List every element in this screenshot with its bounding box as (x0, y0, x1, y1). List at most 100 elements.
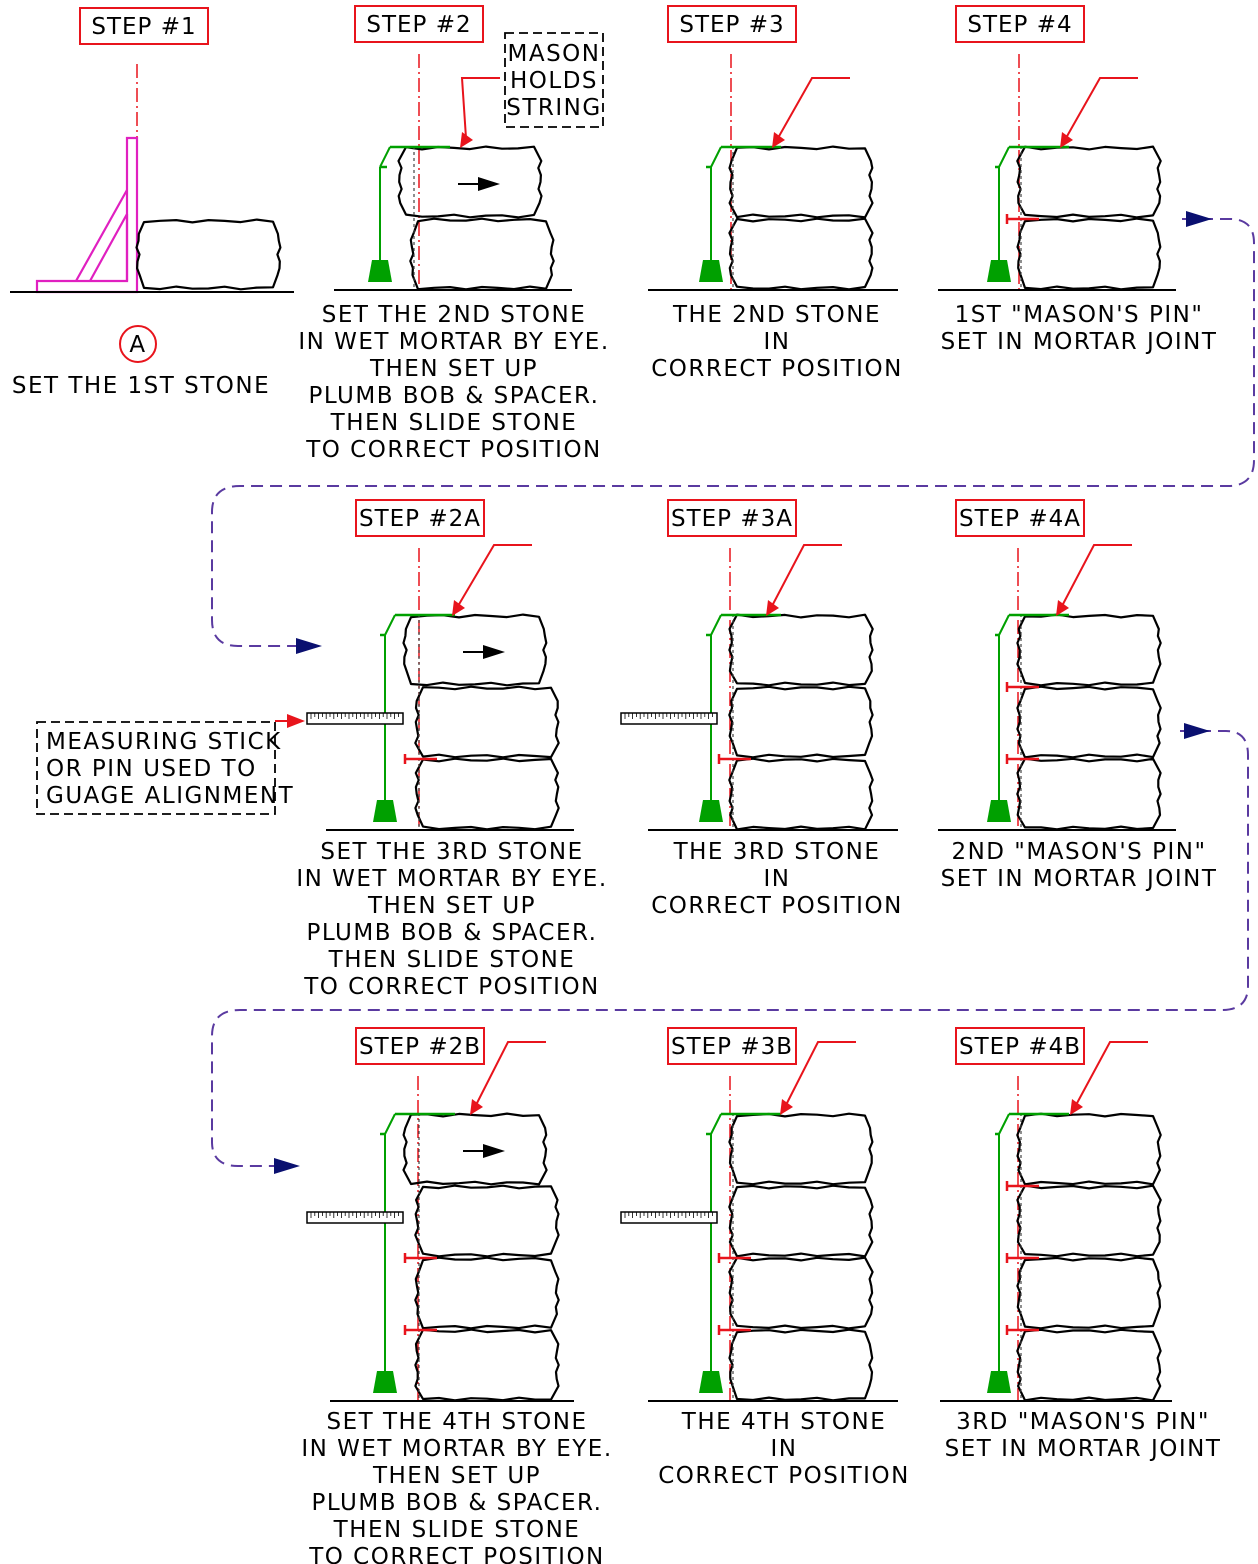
plumb-arm (998, 614, 1010, 636)
mason-string-note-box (504, 32, 604, 128)
stone (414, 757, 560, 831)
stone (728, 1184, 874, 1258)
leader-arrowhead (1070, 1099, 1083, 1115)
step-label-box (955, 499, 1085, 537)
plumb-bob-icon (699, 260, 723, 282)
step-label: STEP #3A (671, 506, 793, 532)
step-caption-line: PLUMB BOB & SPACER. (308, 383, 599, 409)
step-label-box (667, 5, 797, 43)
step-caption-line: TO CORRECT POSITION (308, 1544, 605, 1564)
step-caption-line: SET IN MORTAR JOINT (941, 866, 1218, 892)
step-label-box (355, 1027, 485, 1065)
step-label-box (355, 499, 485, 537)
step-caption-line: THEN SET UP (369, 356, 538, 382)
step-label-box (955, 5, 1085, 43)
step-label: STEP #4B (959, 1034, 1081, 1060)
step-caption-line: PLUMB BOB & SPACER. (306, 920, 597, 946)
ruler-icon (306, 1211, 404, 1224)
leader-arrowhead (766, 600, 779, 616)
step-caption-line: CORRECT POSITION (651, 893, 903, 919)
stone (728, 145, 874, 219)
circle-marker-label: A (129, 332, 146, 358)
leader-arrowhead (460, 132, 473, 148)
stone (409, 217, 555, 291)
stone (728, 1328, 874, 1402)
plumb-arm (998, 1113, 1010, 1135)
step-caption-line: CORRECT POSITION (658, 1463, 910, 1489)
step-caption-line: SET THE 1ST STONE (12, 373, 270, 399)
leader-arrowhead (772, 132, 785, 148)
circle-marker (119, 325, 157, 363)
stone (728, 1256, 874, 1330)
string-leader (771, 544, 842, 607)
step-caption-line: TO CORRECT POSITION (305, 437, 602, 463)
step-caption-line: THEN SET UP (372, 1463, 541, 1489)
step-caption-line: THE 4TH STONE (681, 1409, 886, 1435)
measuring-stick-note-line: OR PIN USED TO (46, 756, 257, 782)
step-caption-line: THEN SLIDE STONE (330, 410, 578, 436)
plumb-bob-icon (368, 260, 392, 282)
plumb-bob-icon (373, 1371, 397, 1393)
stone (414, 1256, 560, 1330)
stone (414, 685, 560, 759)
leader-arrowhead (1056, 600, 1069, 616)
step-label: STEP #3B (671, 1034, 793, 1060)
leader-arrowhead (780, 1099, 793, 1115)
mason-string-note-line: MASON (508, 41, 601, 67)
step-caption-line: IN WET MORTAR BY EYE. (296, 866, 607, 892)
step-caption-line: SET THE 2ND STONE (322, 302, 587, 328)
stone (1016, 1256, 1162, 1330)
plumb-arm (710, 146, 722, 168)
square-bracket-icon (35, 136, 139, 294)
plumb-bob-icon (987, 800, 1011, 822)
step-caption-line: 1ST "MASON'S PIN" (955, 302, 1204, 328)
mason-string-note-line: HOLDS (510, 68, 598, 94)
step-caption-line: THE 3RD STONE (673, 839, 881, 865)
stone (728, 217, 874, 291)
stone (1016, 685, 1162, 759)
stone (1016, 1328, 1162, 1402)
plumb-arm (384, 614, 396, 636)
step-caption-line: THEN SLIDE STONE (333, 1517, 581, 1543)
leader-arrowhead (470, 1099, 483, 1115)
stone (414, 1184, 560, 1258)
stone (728, 1112, 874, 1186)
plumb-bob-icon (699, 1371, 723, 1393)
leader-arrowhead (452, 600, 465, 616)
stone (402, 1112, 548, 1186)
step-caption-line: TO CORRECT POSITION (303, 974, 600, 1000)
ruler-icon (306, 712, 404, 725)
flow-arrowhead (1184, 723, 1210, 739)
string-leader (475, 1041, 546, 1106)
step-label: STEP #3 (679, 12, 784, 38)
stone (1016, 1184, 1162, 1258)
stone (1016, 1112, 1162, 1186)
step-caption-line: IN (771, 1436, 798, 1462)
stone (1016, 217, 1162, 291)
ruler-icon (620, 712, 718, 725)
step-caption-line: IN WET MORTAR BY EYE. (298, 329, 609, 355)
step-caption-line: SET THE 4TH STONE (327, 1409, 588, 1435)
string-leader (457, 544, 532, 607)
step-caption-line: CORRECT POSITION (651, 356, 903, 382)
plumb-arm (998, 146, 1010, 168)
string-leader (777, 77, 850, 139)
arrow-right-icon (478, 177, 500, 191)
stone (414, 1328, 560, 1402)
string-leader (1075, 1041, 1148, 1106)
plumb-bob-icon (373, 800, 397, 822)
measuring-stick-note-line: GUAGE ALIGNMENT (46, 783, 294, 809)
step-caption-line: SET IN MORTAR JOINT (941, 329, 1218, 355)
step-caption-line: IN (764, 329, 791, 355)
step-caption-line: PLUMB BOB & SPACER. (311, 1490, 602, 1516)
step-label-box (955, 1027, 1085, 1065)
step-label: STEP #4A (959, 506, 1081, 532)
measuring-stick-note-line: MEASURING STICK (46, 729, 282, 755)
step-label-box (354, 5, 484, 43)
flow-connectors (211, 211, 1255, 1174)
